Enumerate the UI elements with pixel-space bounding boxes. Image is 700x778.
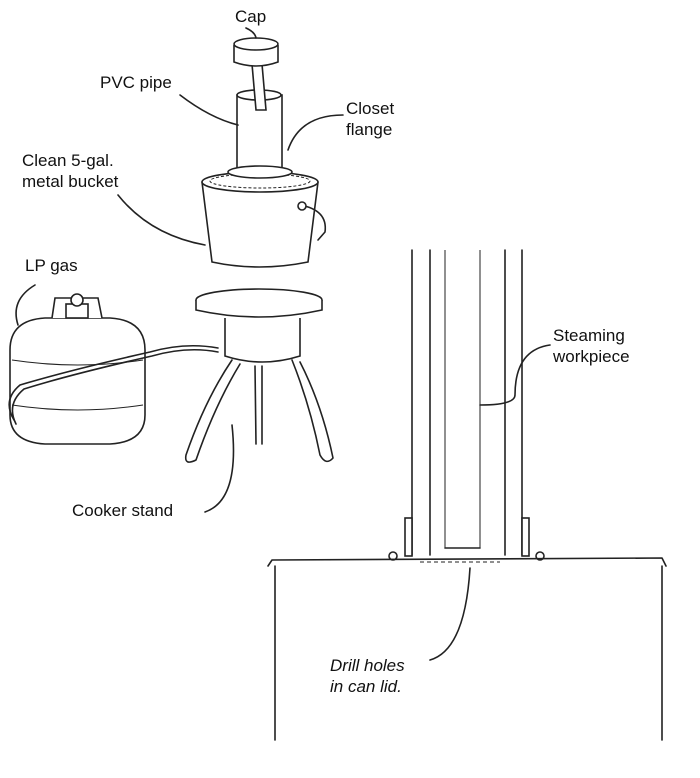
lp-gas-tank <box>9 293 146 445</box>
label-closet-flange-2: flange <box>346 120 393 139</box>
label-steaming-1: Steaming <box>553 326 625 345</box>
label-bucket-2: metal bucket <box>22 172 119 191</box>
label-steaming-2: workpiece <box>553 347 630 366</box>
metal-bucket <box>201 171 327 268</box>
label-closet-flange-1: Closet <box>346 99 395 118</box>
leader-lines <box>15 27 551 661</box>
label-cooker-stand: Cooker stand <box>72 501 174 520</box>
cap <box>233 37 279 111</box>
label-lp-gas: LP gas <box>25 256 78 275</box>
can <box>267 557 667 741</box>
label-drill-1: Drill holes <box>330 656 405 675</box>
gas-hose <box>8 344 219 421</box>
label-drill-2: in can lid. <box>330 677 402 696</box>
cooker-stand <box>184 288 334 463</box>
workpiece-detail <box>388 249 545 561</box>
label-bucket-1: Clean 5-gal. <box>22 151 114 170</box>
label-pvc-pipe: PVC pipe <box>100 73 172 92</box>
label-cap: Cap <box>235 7 267 26</box>
